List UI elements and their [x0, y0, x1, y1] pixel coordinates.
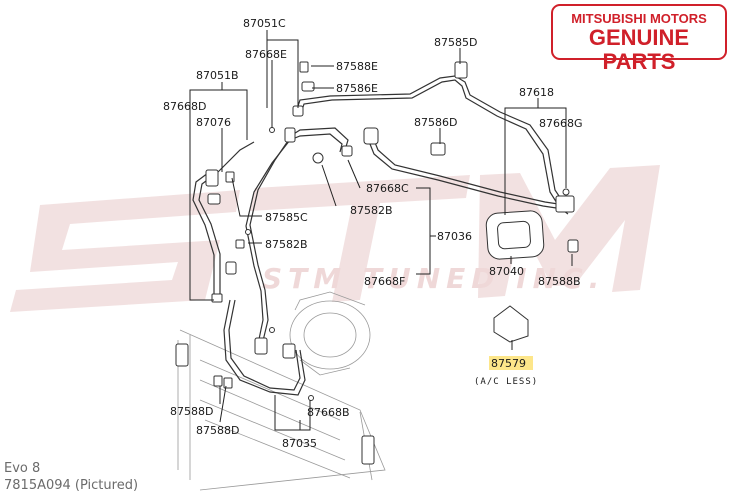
label-87036: 87036 [437, 230, 472, 243]
highlight-87579 [489, 356, 533, 370]
label-87585C: 87585C [265, 211, 308, 224]
label-87586E: 87586E [336, 82, 378, 95]
label-87582B-right: 87582B [350, 204, 393, 217]
label-87585D: 87585D [434, 36, 477, 49]
ac-hoses [192, 75, 573, 396]
footer-caption: Evo 8 7815A094 (Pictured) [4, 460, 138, 494]
label-87668G: 87668G [539, 117, 583, 130]
compressor [289, 291, 371, 376]
leader-lines [189, 30, 573, 431]
part-labels: 87051C 87668E 87588E 87586E 87585D 87618… [163, 17, 583, 450]
label-87586D: 87586D [414, 116, 457, 129]
fittings [205, 61, 579, 401]
label-87668B: 87668B [307, 406, 350, 419]
label-87668F: 87668F [364, 275, 405, 288]
plate-87579 [493, 305, 529, 343]
label-87668C: 87668C [366, 182, 409, 195]
label-87076: 87076 [196, 116, 231, 129]
grommet-87040 [485, 210, 545, 260]
watermark-text: STM TUNED INC. [262, 262, 605, 295]
footer-part-number: 7815A094 (Pictured) [4, 478, 139, 493]
brand-line-2: GENUINE PARTS [588, 25, 690, 74]
label-87618: 87618 [519, 86, 554, 99]
stm-watermark: STM TUNED INC. [10, 165, 660, 312]
condenser-outline [175, 329, 386, 491]
genuine-parts-badge: MITSUBISHI MOTORS GENUINE PARTS [551, 4, 727, 74]
label-87035: 87035 [282, 437, 317, 450]
label-87040: 87040 [489, 265, 524, 278]
label-87051B: 87051B [196, 69, 239, 82]
label-87588B: 87588B [538, 275, 581, 288]
label-87579: 87579 [491, 357, 526, 370]
brand-line-1: MITSUBISHI MOTORS [571, 11, 707, 26]
label-87668D: 87668D [163, 100, 206, 113]
footer-model: Evo 8 [4, 461, 41, 476]
label-87588D-top: 87588D [170, 405, 213, 418]
label-87668E: 87668E [245, 48, 287, 61]
label-87051C: 87051C [243, 17, 286, 30]
label-87588E: 87588E [336, 60, 378, 73]
label-87582B-left: 87582B [265, 238, 308, 251]
label-87588D-bottom: 87588D [196, 424, 239, 437]
label-ac-less: (A/C LESS) [474, 377, 538, 387]
